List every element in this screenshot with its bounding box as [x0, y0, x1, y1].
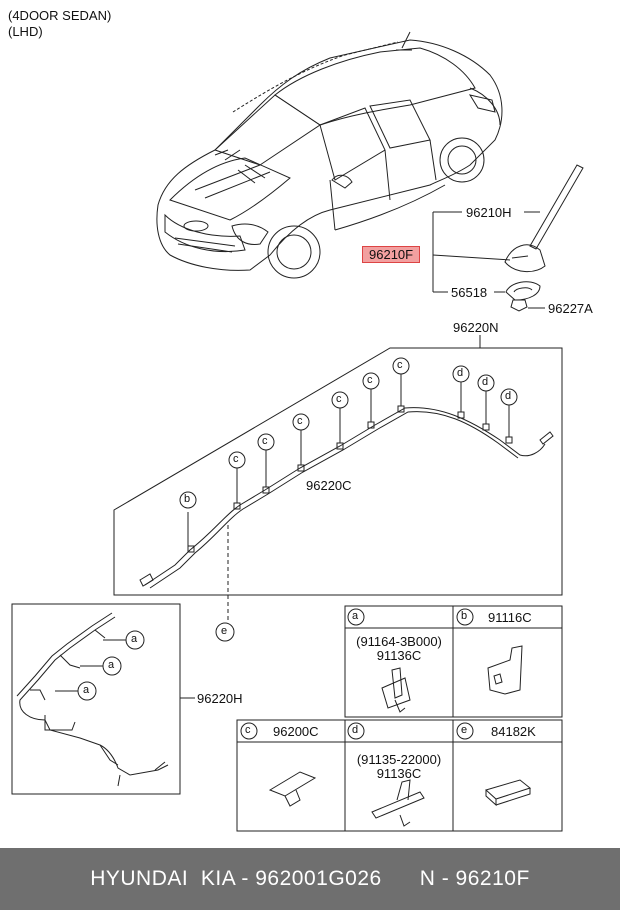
- footer-ref-part: N - 96210F: [419, 867, 530, 890]
- table-a-line1: (91164-3B000): [356, 634, 442, 649]
- table-d-line2[interactable]: 91136C: [376, 766, 422, 781]
- callout-c: c: [397, 359, 403, 371]
- callout-c: c: [233, 453, 239, 465]
- part-number-footer: HYUNDAI KIA - 962001G026 N - 96210F: [0, 848, 620, 910]
- table-c-part[interactable]: 96200C: [273, 724, 319, 739]
- car-illustration: [156, 31, 503, 279]
- part-96220N[interactable]: 96220N: [453, 320, 499, 335]
- table-e-part[interactable]: 84182K: [491, 724, 536, 739]
- table-a-line2[interactable]: 91136C: [376, 648, 422, 663]
- table-letter-b: b: [461, 610, 468, 622]
- table-letter-a: a: [352, 610, 359, 622]
- part-96210F-highlighted[interactable]: 96210F: [362, 246, 421, 263]
- harness-96220N: [113, 335, 563, 642]
- model-label: (4DOOR SEDAN): [8, 8, 112, 23]
- callout-c: c: [336, 393, 342, 405]
- callout-a: a: [131, 633, 138, 645]
- table-d-line1: (91135-22000): [356, 752, 442, 767]
- callout-d: d: [505, 390, 512, 402]
- callout-a: a: [108, 659, 115, 671]
- table-letter-e: e: [461, 724, 468, 736]
- parts-table: [236, 605, 563, 832]
- table-letter-d: d: [352, 724, 359, 736]
- part-56518[interactable]: 56518: [451, 285, 488, 300]
- part-96210H[interactable]: 96210H: [466, 205, 512, 220]
- callout-a: a: [83, 684, 90, 696]
- callout-c: c: [297, 415, 303, 427]
- antenna-assembly: [432, 164, 584, 312]
- callout-c: c: [367, 374, 373, 386]
- part-96220C[interactable]: 96220C: [306, 478, 352, 493]
- parts-diagram: [11, 31, 584, 832]
- callout-d: d: [457, 367, 464, 379]
- footer-brand-part: HYUNDAI KIA - 962001G026: [90, 867, 382, 890]
- table-letter-c: c: [245, 724, 251, 736]
- drive-label: (LHD): [8, 24, 43, 39]
- part-96227A[interactable]: 96227A: [548, 301, 593, 316]
- callout-e: e: [221, 625, 228, 637]
- table-b-part[interactable]: 91116C: [488, 610, 532, 625]
- harness-96220H: [11, 603, 195, 795]
- callout-b: b: [184, 493, 191, 505]
- part-96220H[interactable]: 96220H: [197, 691, 243, 706]
- callout-d: d: [482, 376, 489, 388]
- callout-c: c: [262, 435, 268, 447]
